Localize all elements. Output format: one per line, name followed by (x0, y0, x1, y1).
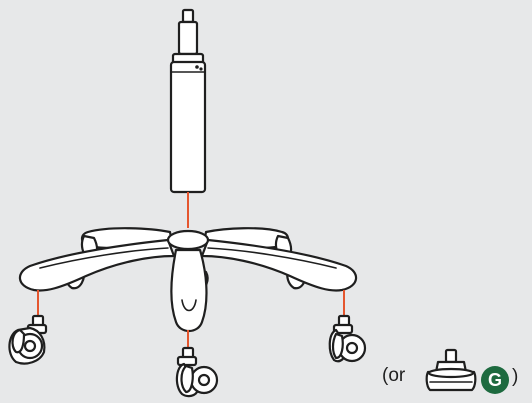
caster-wheel-icon (330, 316, 365, 361)
glide-icon (427, 350, 476, 390)
alternative-note-prefix: (or (382, 366, 405, 385)
alternative-note: (or (382, 366, 405, 385)
caster-wheel-icon (9, 316, 46, 364)
alternative-note-suffix: ) (512, 366, 518, 388)
caster-wheel-icon (177, 348, 217, 396)
five-star-base-icon (20, 228, 356, 331)
gas-cylinder-icon (171, 10, 205, 192)
part-g-badge: G (481, 366, 509, 394)
